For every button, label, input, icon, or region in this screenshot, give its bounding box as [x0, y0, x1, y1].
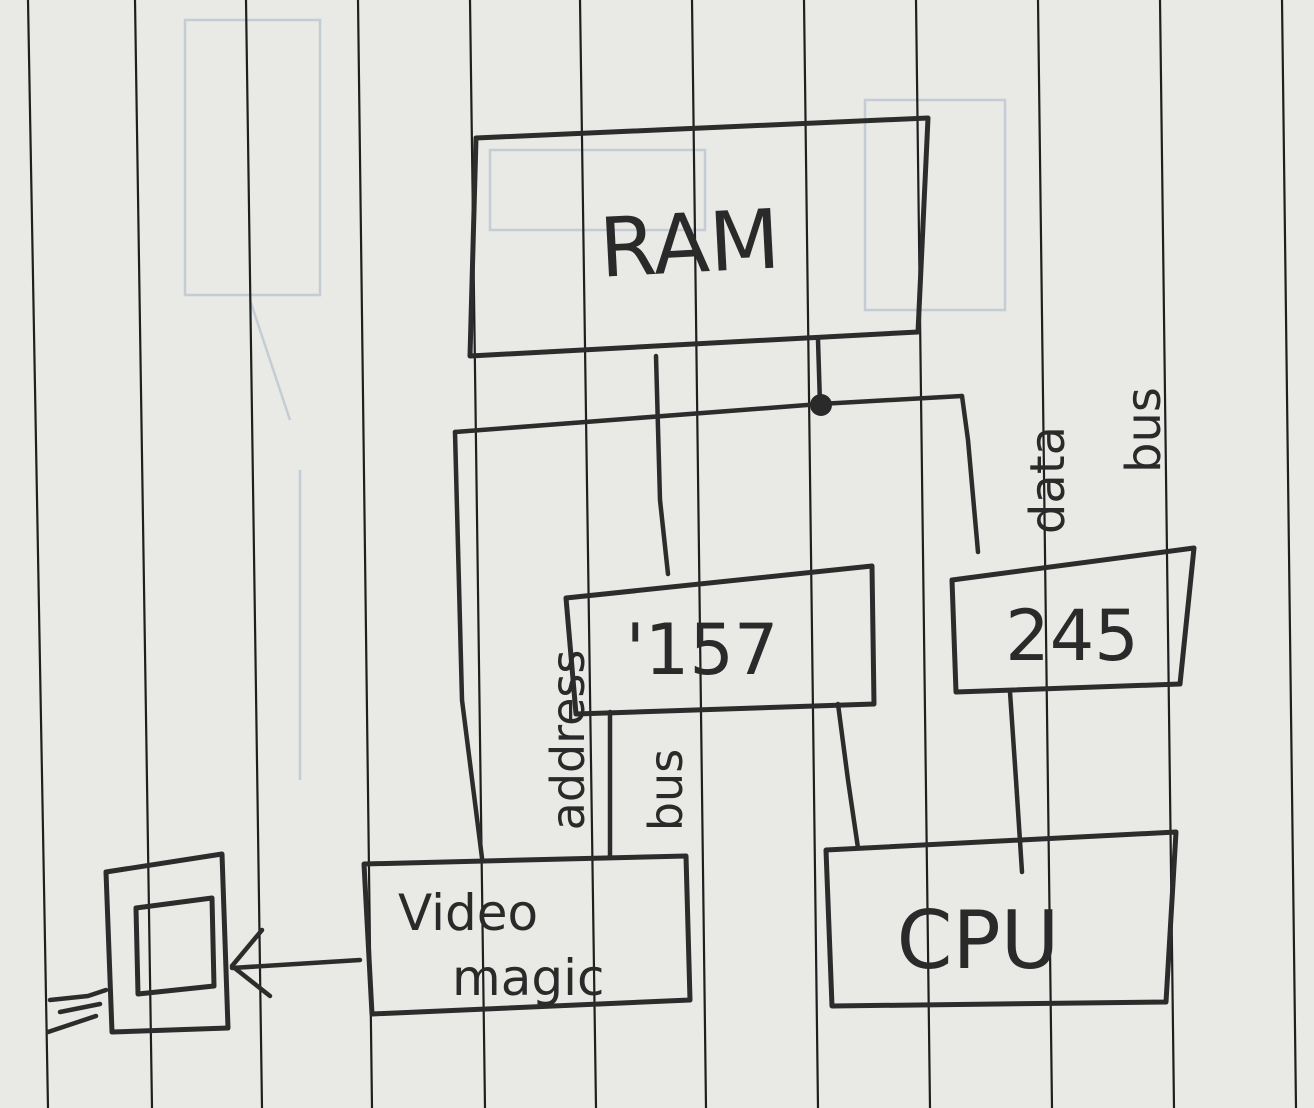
- cpu-block: CPU: [823, 829, 1179, 1009]
- address-bus-label-line2: bus: [639, 749, 693, 831]
- data-buffer-block: 245: [949, 545, 1197, 695]
- bus-wires: [229, 337, 1025, 971]
- address-bus-label: address bus: [541, 650, 693, 832]
- ram-label: RAM: [597, 192, 782, 296]
- data-bus-label-line1: data: [1020, 426, 1076, 534]
- data-bus-label-line2: bus: [1116, 387, 1172, 473]
- data-bus-label: data bus: [1020, 387, 1172, 534]
- bleed-through-sketch: [183, 18, 1007, 780]
- ram-block: RAM: [467, 115, 931, 359]
- bus-junction-dot: [810, 394, 832, 416]
- address-bus-label-line1: address: [541, 650, 595, 831]
- address-latch-label: '157: [626, 609, 779, 691]
- video-magic-block: Video magic: [361, 853, 693, 1017]
- monitor-icon: [45, 851, 273, 1035]
- video-label-line1: Video: [398, 884, 538, 942]
- data-buffer-label: 245: [1005, 595, 1139, 677]
- cpu-label: CPU: [897, 894, 1060, 987]
- address-latch-block: '157: [563, 563, 877, 717]
- video-label-line2: magic: [452, 949, 604, 1007]
